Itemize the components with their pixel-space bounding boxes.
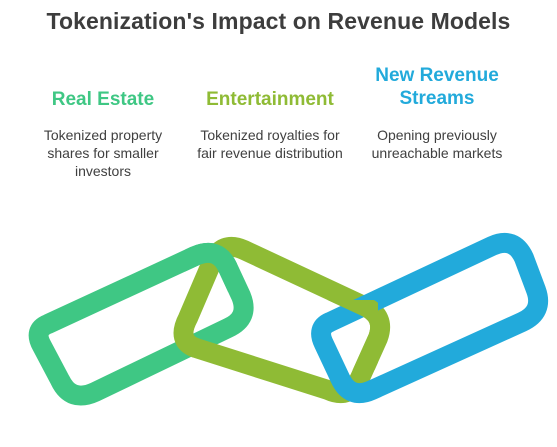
heading-entertainment: Entertainment [206,89,334,110]
heading-real-estate: Real Estate [51,89,155,110]
heading-new-revenue-streams: New Revenue Streams [375,65,499,109]
description-new-revenue-streams: Opening previously unreachable markets [371,127,503,161]
description-entertainment: Tokenized royalties for fair revenue dis… [197,127,343,161]
description-real-estate: Tokenized property shares for smaller in… [43,127,163,179]
diagram-title: Tokenization's Impact on Revenue Models [46,8,511,34]
